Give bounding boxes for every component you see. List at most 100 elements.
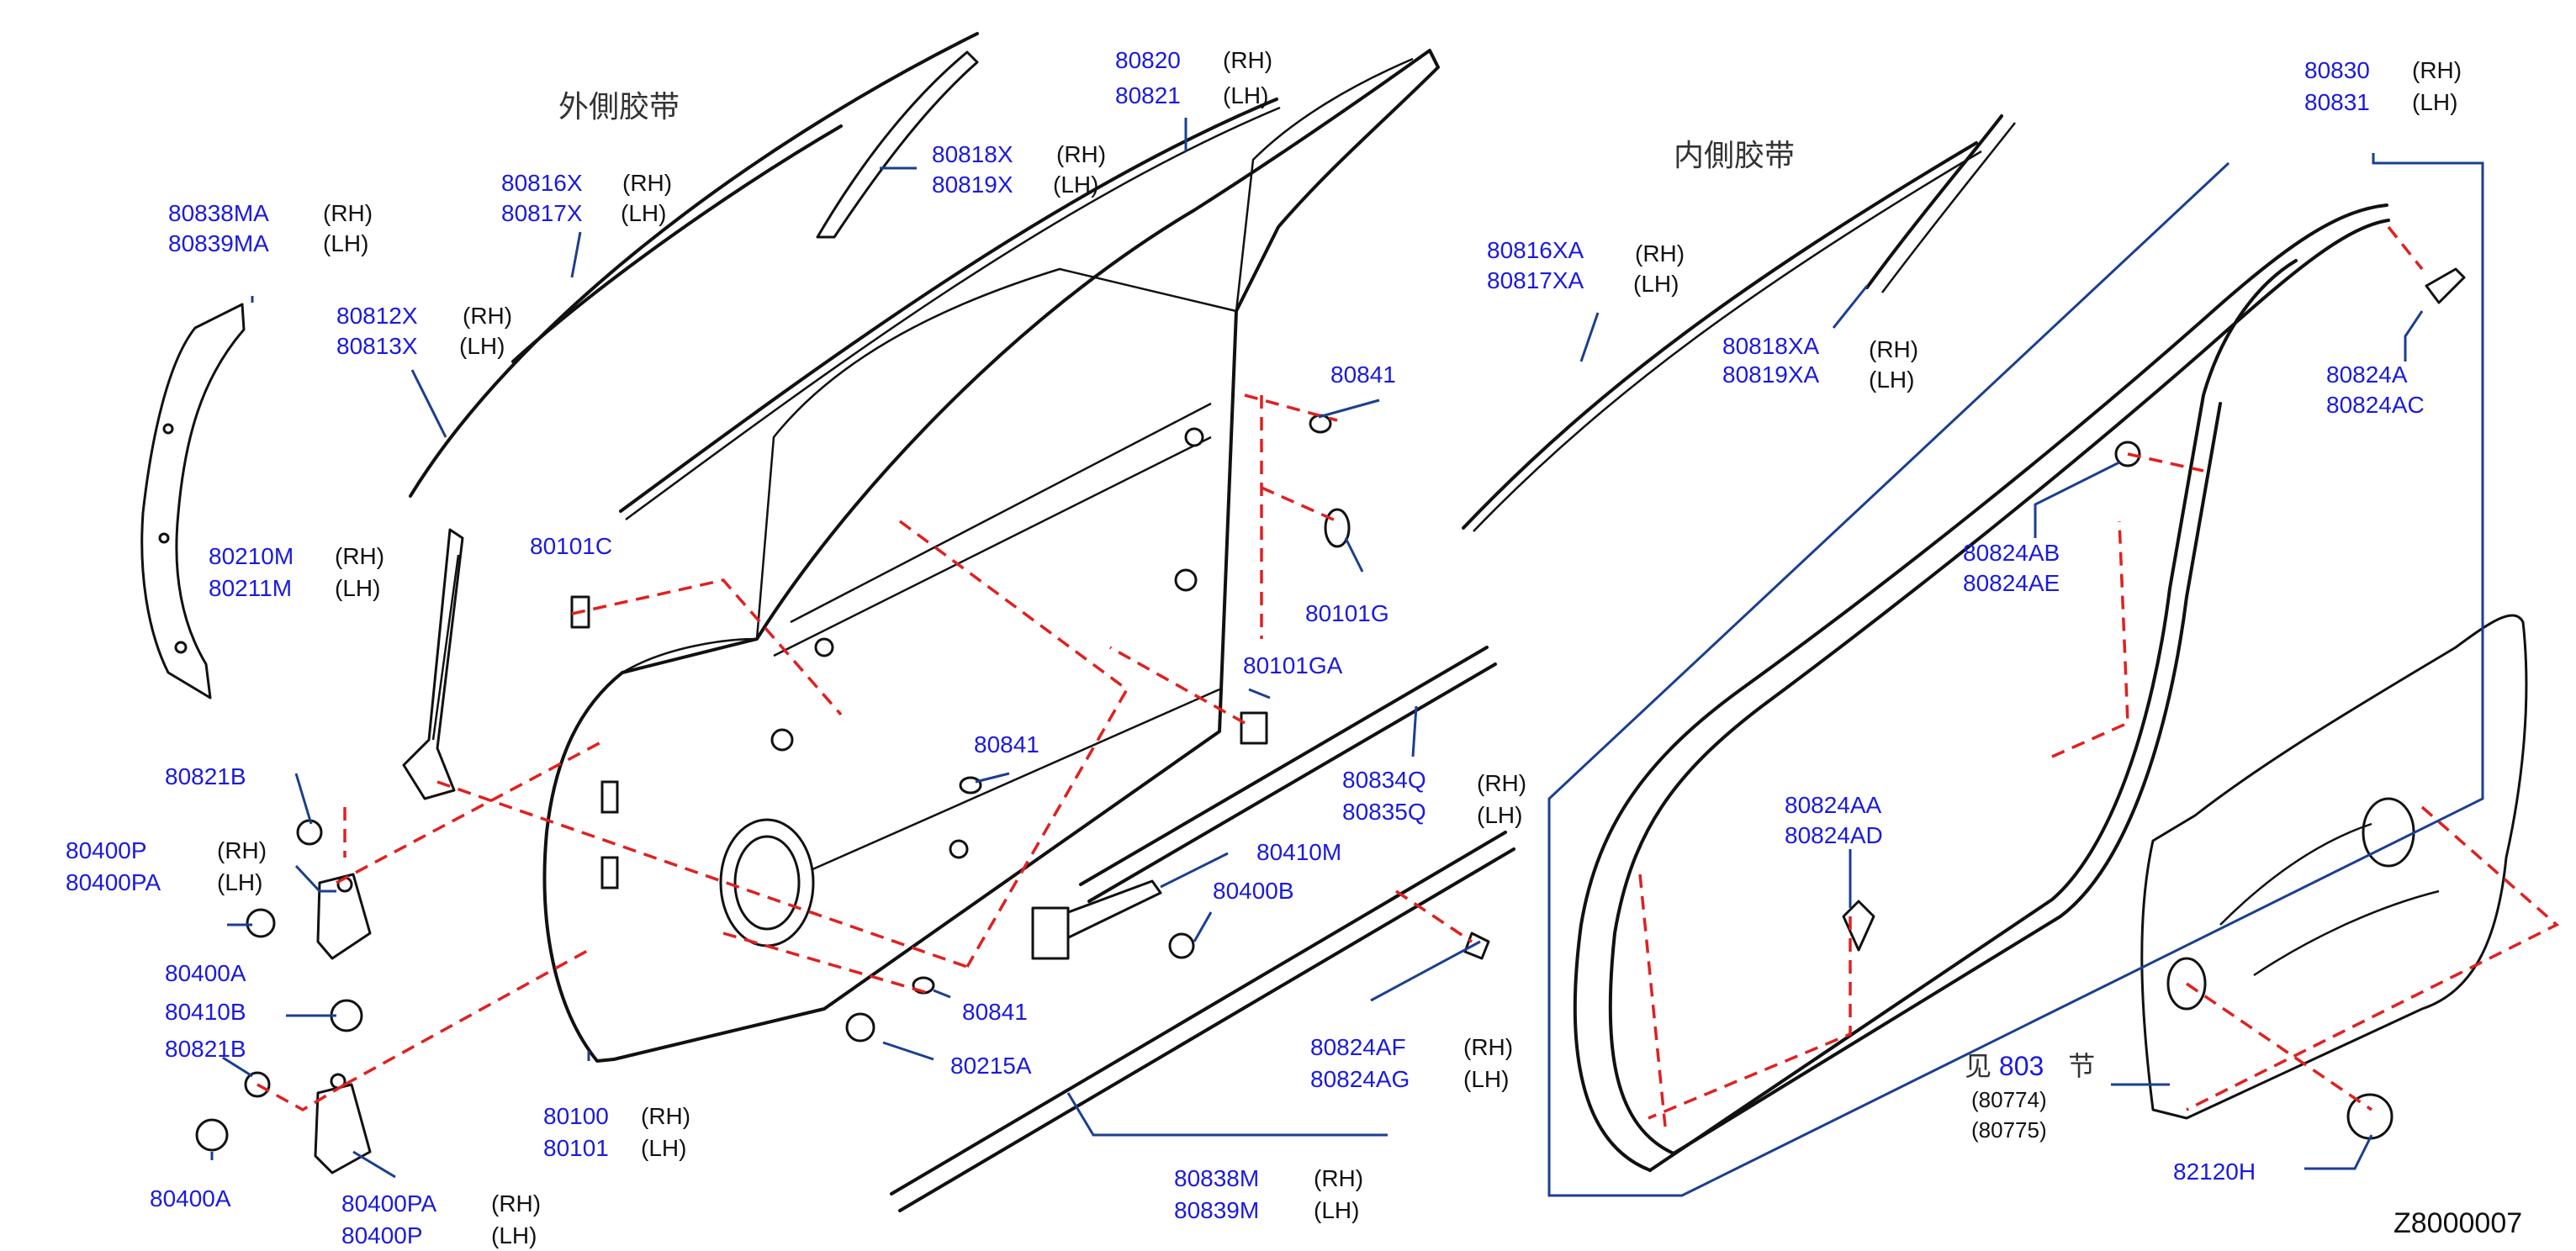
side-rh: (RH) [2412, 57, 2462, 83]
side-lh: (LH) [1463, 1066, 1510, 1092]
side-rh: (RH) [335, 543, 385, 569]
callout-80101C[interactable]: 80101C [530, 533, 613, 559]
callout-80817XA[interactable]: 80817XA [1487, 267, 1584, 293]
callout-80400A-upper[interactable]: 80400A [165, 960, 246, 986]
callout-80100[interactable]: 80100 [543, 1103, 609, 1129]
callout-80215A[interactable]: 80215A [950, 1053, 1032, 1079]
callout-80838M[interactable]: 80838M [1174, 1165, 1260, 1191]
callout-80400PA[interactable]: 80400PA [66, 869, 161, 895]
callout-80835Q[interactable]: 80835Q [1342, 799, 1426, 825]
clips [570, 267, 2466, 1140]
side-lh: (LH) [1053, 172, 1099, 198]
callout-80400A-lower[interactable]: 80400A [150, 1185, 231, 1211]
callout-80819X[interactable]: 80819X [932, 172, 1013, 198]
hinge-upper [316, 873, 372, 960]
sash-bar [402, 528, 464, 800]
callout-82120H[interactable]: 82120H [2173, 1159, 2256, 1185]
side-rh: (RH) [1477, 770, 1527, 796]
callout-80813X[interactable]: 80813X [336, 333, 418, 359]
side-rh: (RH) [1463, 1034, 1514, 1060]
callout-80817X[interactable]: 80817X [501, 200, 583, 226]
callout-80841-bottom[interactable]: 80841 [962, 999, 1028, 1025]
callout-80841-middle[interactable]: 80841 [974, 731, 1039, 757]
callout-80816XA[interactable]: 80816XA [1487, 237, 1584, 263]
side-lh: (LH) [1869, 367, 1915, 393]
part-number[interactable]: 80838MA [168, 200, 269, 226]
callout-80824AE[interactable]: 80824AE [1963, 570, 2060, 596]
callout-80839M[interactable]: 80839M [1174, 1197, 1260, 1223]
outer-belt-moulding [619, 98, 1281, 521]
side-lh: (LH) [1633, 271, 1679, 297]
assembly-guide-lines [257, 225, 2560, 1127]
side-rh: (RH) [1869, 336, 1919, 362]
side-lh: (LH) [621, 200, 667, 226]
callout-80824A[interactable]: 80824A [2326, 362, 2408, 388]
side-lh: (LH) [217, 869, 263, 895]
section-number[interactable]: 803 [1998, 1051, 2044, 1081]
quarter-strip [816, 50, 979, 239]
side-rh: (RH) [1314, 1165, 1364, 1191]
outer-window-strip [409, 32, 979, 498]
part-number[interactable]: 80839MA [168, 230, 269, 256]
callout-80824AB[interactable]: 80824AB [1963, 540, 2060, 566]
callout-80410B[interactable]: 80410B [165, 999, 246, 1025]
callout-80400P-lower[interactable]: 80400P [341, 1222, 423, 1248]
callout-80410M[interactable]: 80410M [1256, 839, 1342, 865]
callout-80821B-lower[interactable]: 80821B [165, 1036, 246, 1062]
callout-80816X[interactable]: 80816X [501, 170, 583, 196]
side-lh: (LH) [491, 1222, 537, 1248]
hinge-lower [314, 1073, 372, 1174]
side-lh: (LH) [323, 230, 369, 256]
callout-80839MA[interactable]: 80839MA [168, 229, 269, 259]
side-rh: (RH) [491, 1190, 542, 1217]
callout-80830[interactable]: 80830 [2304, 57, 2370, 83]
callout-80400P[interactable]: 80400P [66, 837, 147, 863]
callout-80838MA[interactable]: 80838MA [168, 198, 269, 229]
door-trim-board [2140, 614, 2528, 1120]
callout-80824AD[interactable]: 80824AD [1785, 822, 1883, 848]
side-rh: (RH) [217, 837, 267, 863]
see-section-note[interactable]: 见 803 节 [1965, 1051, 2095, 1081]
callout-80818X[interactable]: 80818X [932, 141, 1013, 167]
side-lh: (LH) [1223, 82, 1269, 108]
callout-80824AC[interactable]: 80824AC [2326, 392, 2425, 418]
lower-sill-strip [890, 831, 1515, 1212]
inner-quarter-strip [1865, 114, 2016, 293]
callout-80819XA[interactable]: 80819XA [1722, 362, 1820, 388]
front-pillar-garnish [140, 303, 246, 699]
callout-80210M[interactable]: 80210M [209, 543, 294, 569]
outer-strip-heading: 外側胶带 [558, 90, 680, 124]
callout-80101[interactable]: 80101 [543, 1135, 609, 1161]
callout-80400B[interactable]: 80400B [1213, 878, 1294, 904]
callout-80834Q[interactable]: 80834Q [1342, 767, 1426, 793]
side-rh: (RH) [1635, 240, 1685, 267]
callout-80820[interactable]: 80820 [1115, 47, 1181, 73]
side-rh: (RH) [1056, 141, 1107, 167]
callout-80821[interactable]: 80821 [1115, 82, 1181, 108]
side-lh: (LH) [1314, 1197, 1360, 1223]
see-sub-80775: (80775) [1971, 1117, 2047, 1143]
inner-belt-strip [1462, 141, 1982, 532]
side-rh: (RH) [463, 303, 513, 329]
see-suffix: 节 [2068, 1050, 2096, 1082]
inner-strip-heading: 内側胶带 [1674, 139, 1796, 173]
callout-80812X[interactable]: 80812X [336, 303, 418, 329]
side-lh: (LH) [641, 1135, 687, 1161]
callout-80821B-upper[interactable]: 80821B [165, 763, 246, 789]
callout-80824AG[interactable]: 80824AG [1310, 1066, 1410, 1092]
callout-80400PA[interactable]: 80400PA [341, 1190, 437, 1217]
callout-80824AA[interactable]: 80824AA [1785, 792, 1882, 818]
see-sub-80774: (80774) [1971, 1087, 2047, 1112]
diagram-id: Z8000007 [2394, 1207, 2523, 1239]
callout-80831[interactable]: 80831 [2304, 89, 2370, 115]
side-lh: (LH) [2412, 89, 2458, 115]
callout-80101GA[interactable]: 80101GA [1243, 652, 1343, 678]
see-prefix: 见 [1965, 1050, 1992, 1082]
callout-80841-top[interactable]: 80841 [1330, 362, 1396, 388]
callout-80211M[interactable]: 80211M [209, 575, 293, 601]
callout-80824AF[interactable]: 80824AF [1310, 1034, 1406, 1060]
side-rh: (RH) [622, 170, 673, 196]
callout-80818XA[interactable]: 80818XA [1722, 333, 1820, 359]
side-rh: (RH) [1223, 47, 1273, 73]
callout-80101G[interactable]: 80101G [1305, 600, 1389, 626]
